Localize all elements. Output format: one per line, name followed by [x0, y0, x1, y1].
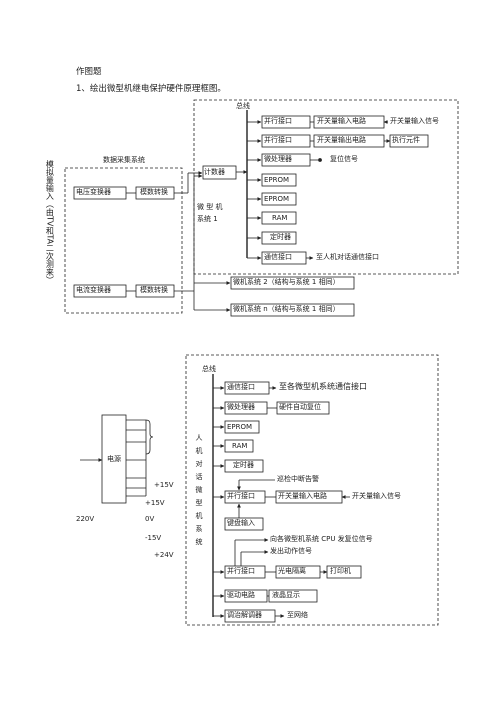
system-1-label: 系统 1	[197, 215, 218, 223]
analog-input-side-label: 模拟量输入（由TV和TA二次测来）	[45, 160, 55, 285]
ct-converter-label: 电流变换器	[76, 286, 111, 294]
voltage-p15b-label: +15V	[145, 499, 165, 507]
microcomputer-label: 微 型 机	[197, 203, 223, 211]
cpu-label-2: 微处理器	[227, 403, 255, 411]
eprom-label-2: EPROM	[227, 423, 253, 431]
system-2-box	[230, 276, 355, 290]
hmi-system-side-label: 人机对话微型机系统	[195, 434, 203, 551]
adc-2-label: 模数转换	[140, 286, 168, 294]
to-network-label: 至网络	[287, 611, 308, 619]
comm-port-label: 通信接口	[264, 253, 292, 261]
lcd-label: 液晶显示	[272, 591, 300, 599]
ram-box	[261, 211, 297, 225]
switch-input-signal-label: 开关量输入信号	[390, 117, 439, 125]
reset-cpu-label: 向各微型机系统 CPU 发复位信号	[270, 535, 373, 543]
system-n-box	[230, 303, 355, 317]
reset-signal-label: 复位信号	[330, 155, 358, 163]
to-hmi-label: 至人机对话通信接口	[316, 253, 379, 261]
cpu-label: 微处理器	[264, 155, 292, 163]
timer-label-2: 定时器	[233, 461, 254, 469]
voltage-p15a-label: +15V	[154, 481, 174, 489]
ram-label-2: RAM	[232, 442, 248, 450]
eprom-2-label: EPROM	[264, 195, 290, 203]
question-text: 1、绘出微型机继电保护硬件原理框图。	[76, 84, 226, 94]
power-supply-label: 电源	[107, 455, 121, 463]
microcomputer-system-1-frame	[193, 99, 459, 275]
printer-label: 打印机	[330, 567, 351, 575]
eprom-1-label: EPROM	[264, 176, 290, 184]
keyboard-box	[224, 517, 264, 531]
system-2-label: 微机系统 2（结构与系统 1 相同）	[233, 278, 340, 286]
parallel-port-1-label-2: 并行接口	[227, 492, 255, 500]
system-n-label: 微机系统 n（结构与系统 1 相同）	[233, 305, 340, 313]
eprom-box	[224, 420, 260, 434]
timer-box	[224, 459, 264, 473]
voltage-0v-label: 0V	[145, 515, 155, 523]
adc-1-label: 模数转换	[140, 188, 168, 196]
switch-input-circuit-label: 开关量输入电路	[317, 117, 366, 125]
switch-input-circuit-label-2: 开关量输入电路	[278, 492, 327, 500]
eprom-1-box	[261, 173, 297, 187]
section-title: 作图题	[76, 67, 102, 77]
counter-box	[202, 165, 237, 180]
actuator-label: 执行元件	[392, 136, 420, 144]
to-all-systems-label: 至各微型机系统通信接口	[279, 382, 367, 391]
figure-2	[80, 354, 439, 626]
keyboard-label: 键盘输入	[227, 519, 255, 527]
voltage-220v-label: 220V	[76, 515, 95, 523]
parallel-port-1-label: 并行接口	[264, 117, 292, 125]
timer-label: 定时器	[270, 233, 291, 241]
timer-box	[261, 231, 297, 245]
comm-port-label-2: 通信接口	[227, 383, 255, 391]
hw-reset-label: 硬件自动复位	[279, 403, 321, 411]
modem-label: 调治解调器	[227, 611, 262, 619]
eprom-2-box	[261, 192, 297, 206]
voltage-p24v-label: +24V	[154, 551, 174, 559]
counter-label: 计数器	[204, 168, 225, 176]
switch-output-circuit-label: 开关量输出电路	[317, 136, 366, 144]
driver-circuit-label: 驱动电路	[227, 591, 255, 599]
bus-label-2: 总线	[202, 365, 216, 373]
patrol-alarm-label: 巡检中断告警	[277, 475, 319, 483]
data-acquisition-label: 数据采集系统	[103, 156, 145, 164]
ram-label: RAM	[272, 214, 288, 222]
ram-box	[224, 439, 254, 453]
bus-label: 总线	[236, 102, 250, 110]
opto-isolation-label: 光电隔离	[278, 567, 306, 575]
parallel-port-2-label: 并行接口	[264, 136, 292, 144]
data-acquisition-frame	[64, 167, 183, 314]
vt-converter-label: 电压变换器	[76, 188, 111, 196]
switch-input-signal-label-2: 开关量输入信号	[352, 492, 401, 500]
voltage-m15v-label: -15V	[145, 534, 162, 542]
figure-1	[64, 99, 459, 317]
trip-signal-label: 发出动作信号	[270, 547, 312, 555]
parallel-port-2-label-2: 并行接口	[227, 567, 255, 575]
hmi-system-frame	[185, 354, 439, 626]
